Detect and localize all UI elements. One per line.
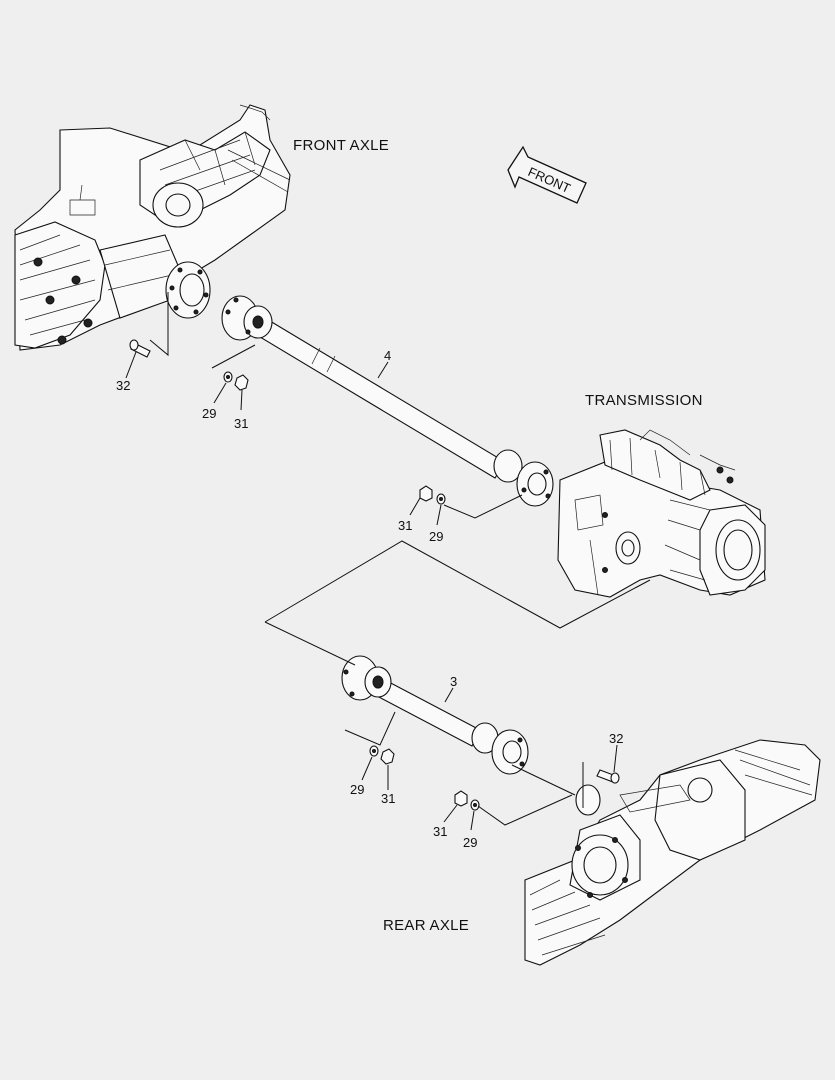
rear-axle-assembly [524, 739, 821, 966]
callout-29-front-axle: 29 [202, 406, 216, 421]
drive-shaft-rear [341, 655, 529, 775]
transmission-assembly [557, 429, 766, 598]
front-axle-assembly [14, 104, 291, 351]
front-direction-arrow: FRONT [507, 145, 587, 204]
callout-31-rear-b: 31 [433, 824, 447, 839]
callout-31-transmission: 31 [398, 518, 412, 533]
hardware [129, 339, 620, 811]
callout-31-rear-a: 31 [381, 791, 395, 806]
callout-29-rear-a: 29 [350, 782, 364, 797]
transmission-label: TRANSMISSION [585, 392, 703, 409]
callout-4: 4 [384, 348, 391, 363]
callout-3: 3 [450, 674, 457, 689]
callout-31-front-axle: 31 [234, 416, 248, 431]
callout-29-rear-b: 29 [463, 835, 477, 850]
callout-29-transmission: 29 [429, 529, 443, 544]
callout-32-rear: 32 [609, 731, 623, 746]
callout-32-front: 32 [116, 378, 130, 393]
front-axle-label: FRONT AXLE [293, 137, 389, 154]
rear-axle-label: REAR AXLE [383, 917, 469, 934]
connection-lines [125, 292, 651, 831]
drive-shaft-front [221, 295, 554, 507]
